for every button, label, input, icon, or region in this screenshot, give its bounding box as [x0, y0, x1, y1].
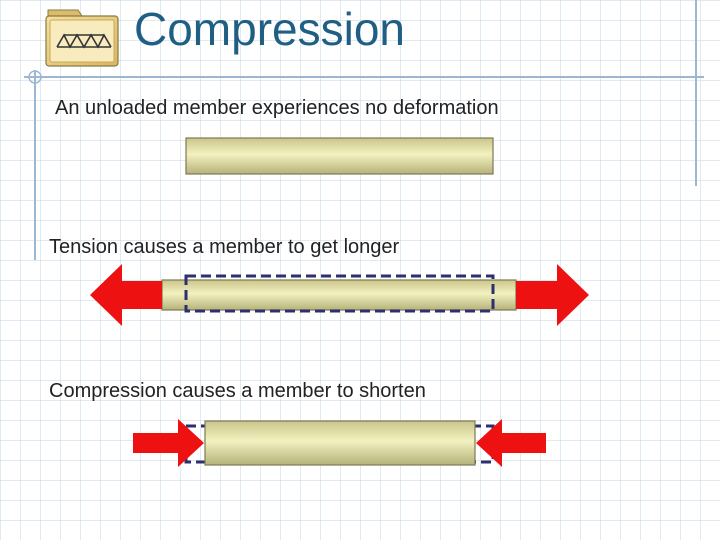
compression-member: [204, 420, 476, 466]
compression-caption: Compression causes a member to shorten: [49, 380, 426, 402]
tension-original-outline: [184, 274, 495, 313]
unloaded-caption: An unloaded member experiences no deform…: [55, 97, 499, 119]
tension-left-arrow-icon: [90, 264, 162, 326]
left-border-line: [34, 70, 36, 260]
corner-circle: [28, 70, 42, 84]
tension-member: [161, 279, 517, 311]
tension-right-arrow-icon: [516, 264, 589, 326]
title-underline: [24, 76, 704, 78]
right-border-line: [695, 0, 697, 186]
folder-truss-bridge-icon: [45, 9, 119, 67]
unloaded-member: [185, 137, 494, 175]
compression-left-arrow-icon: [133, 419, 204, 467]
tension-caption: Tension causes a member to get longer: [49, 236, 400, 258]
slide-title: Compression: [134, 3, 405, 55]
compression-right-arrow-icon: [476, 419, 546, 467]
